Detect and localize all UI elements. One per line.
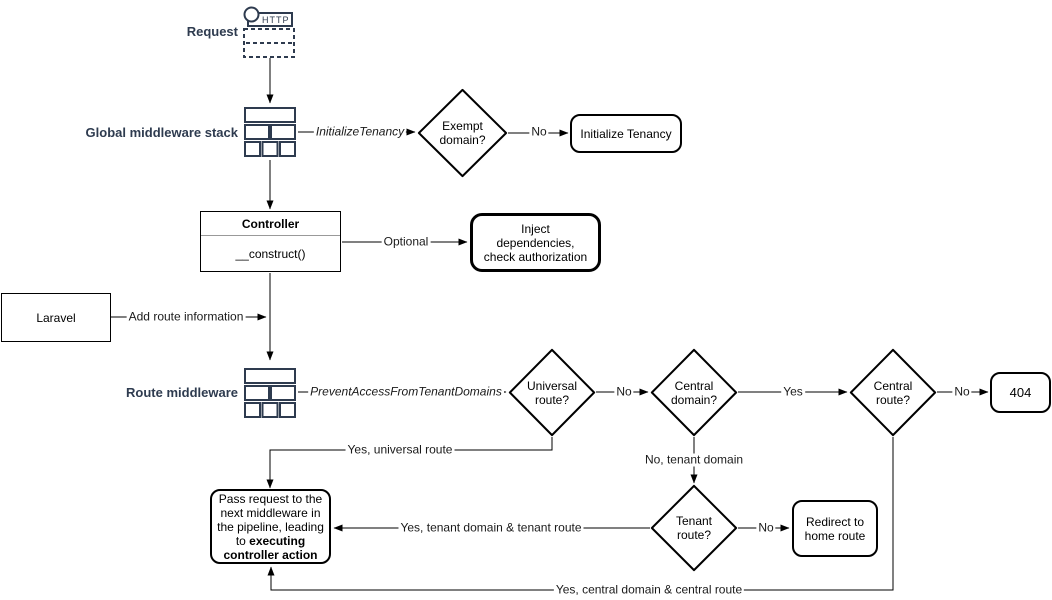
controller-method: __construct() — [201, 235, 340, 271]
tenant-route-text: Tenant route? — [675, 514, 713, 542]
inject-dependencies-box: Inject dependencies, check authorization — [470, 213, 601, 272]
edge-label-yes-tenant: Yes, tenant domain & tenant route — [398, 520, 584, 535]
central-domain-decision: Central domain? — [651, 349, 737, 436]
exempt-domain-text: Exempt domain? — [439, 119, 486, 147]
universal-route-text: Universal route? — [526, 378, 577, 407]
edge-label-optional: Optional — [381, 234, 431, 249]
edge-label-yes-central: Yes, central domain & central route — [553, 582, 745, 597]
edge-label-initialize-tenancy: InitializeTenancy — [313, 124, 407, 139]
controller-title: Controller — [241, 216, 300, 231]
pass-request-bold-text: executing controller action — [223, 533, 318, 562]
global-middleware-label: Global middleware stack — [85, 125, 238, 140]
not-found-box: 404 — [990, 372, 1051, 413]
edge-label-add-route-information: Add route information — [126, 309, 246, 324]
universal-route-decision: Universal route? — [509, 349, 595, 436]
pass-request-box: Pass request to the next middleware in t… — [210, 489, 331, 564]
central-domain-text: Central domain? — [670, 378, 718, 407]
request-label: Request — [186, 24, 238, 39]
controller-box: Controller __construct() — [200, 211, 341, 272]
route-middleware-label: Route middleware — [126, 385, 238, 400]
pass-request-text: Pass request to the next middleware in t… — [217, 491, 324, 562]
central-route-text: Central route? — [873, 378, 913, 407]
edge-label-no-exempt: No — [529, 124, 549, 139]
central-route-decision: Central route? — [850, 349, 936, 436]
edge-label-yes-central-domain: Yes — [781, 384, 805, 399]
edge-label-yes-universal-route: Yes, universal route — [345, 442, 455, 457]
edge-label-prevent-access: PreventAccessFromTenantDomains — [308, 384, 504, 399]
edge-label-no-universal: No — [614, 384, 634, 399]
edge-label-no-tenant-route: No — [756, 520, 776, 535]
http-icon-label: HTTP — [262, 15, 290, 25]
http-request-icon: HTTP — [243, 6, 295, 58]
exempt-domain-decision: Exempt domain? — [418, 89, 507, 177]
route-middleware-stack-icon — [244, 368, 296, 418]
tenant-route-decision: Tenant route? — [651, 485, 737, 571]
edge-label-no-central-route: No — [952, 384, 972, 399]
redirect-home-box: Redirect to home route — [792, 500, 878, 557]
global-middleware-stack-icon — [244, 107, 296, 157]
edge-label-no-tenant-domain: No, tenant domain — [642, 452, 746, 467]
laravel-box: Laravel — [1, 293, 111, 342]
initialize-tenancy-box: Initialize Tenancy — [570, 114, 682, 153]
